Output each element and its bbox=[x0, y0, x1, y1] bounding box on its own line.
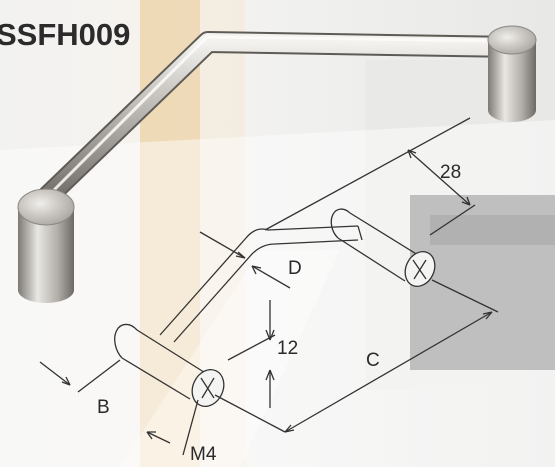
dim-B-ext bbox=[77, 359, 121, 393]
dim-C-arrow-2 bbox=[482, 311, 493, 320]
left-post bbox=[17, 188, 75, 303]
dim-C-ext-1 bbox=[214, 394, 286, 433]
technical-drawing bbox=[39, 117, 499, 456]
dim-B-line bbox=[39, 361, 71, 386]
back-post-top-edge bbox=[349, 212, 419, 256]
front-post-bottom-edge bbox=[121, 357, 191, 400]
dim-M4-leader bbox=[182, 399, 199, 456]
dim-D-line-2 bbox=[251, 265, 291, 289]
rod-end bbox=[357, 225, 363, 241]
label-12: 12 bbox=[277, 338, 298, 359]
dim-C-ext-2 bbox=[431, 279, 499, 313]
dim-B-arrow bbox=[61, 376, 71, 386]
label-M4: M4 bbox=[190, 444, 217, 465]
back-post-back-cap bbox=[330, 208, 351, 239]
dim-D-arrow-1 bbox=[235, 251, 246, 259]
front-post-back-cap bbox=[114, 323, 138, 359]
dim-12-ext bbox=[227, 334, 276, 361]
dim-D-line-1 bbox=[199, 231, 246, 259]
back-post-bottom-edge bbox=[337, 237, 406, 282]
dim-C-arrow-1 bbox=[284, 424, 295, 433]
rod-outer bbox=[159, 225, 359, 336]
cabinet-shelf bbox=[430, 215, 555, 245]
light-overlay bbox=[0, 120, 555, 467]
label-D: D bbox=[288, 258, 302, 279]
dim-M4-line-1 bbox=[146, 431, 171, 444]
dim-28-ext-2 bbox=[429, 204, 476, 236]
front-post-top-edge bbox=[136, 329, 208, 375]
rod-inner bbox=[173, 239, 359, 343]
dim-M4-arrow bbox=[146, 431, 156, 440]
dim-D-arrow-2 bbox=[251, 265, 262, 275]
dim-28-ext-1 bbox=[264, 117, 471, 231]
label-B: B bbox=[97, 397, 110, 418]
dim-28-arrow-1 bbox=[407, 149, 417, 159]
product-code: SSFH009 bbox=[0, 17, 130, 52]
dim-28-arrow-2 bbox=[461, 196, 471, 206]
dim-C-line bbox=[284, 311, 493, 433]
dim-12-arrow-bottom bbox=[265, 369, 275, 381]
label-28: 28 bbox=[440, 162, 461, 183]
back-post-thread-mark bbox=[412, 259, 427, 280]
handle-rod-highlight bbox=[46, 35, 513, 198]
dim-28-line bbox=[407, 149, 471, 206]
front-post-thread-mark bbox=[200, 377, 215, 399]
right-post bbox=[487, 25, 537, 122]
label-C: C bbox=[366, 350, 380, 371]
